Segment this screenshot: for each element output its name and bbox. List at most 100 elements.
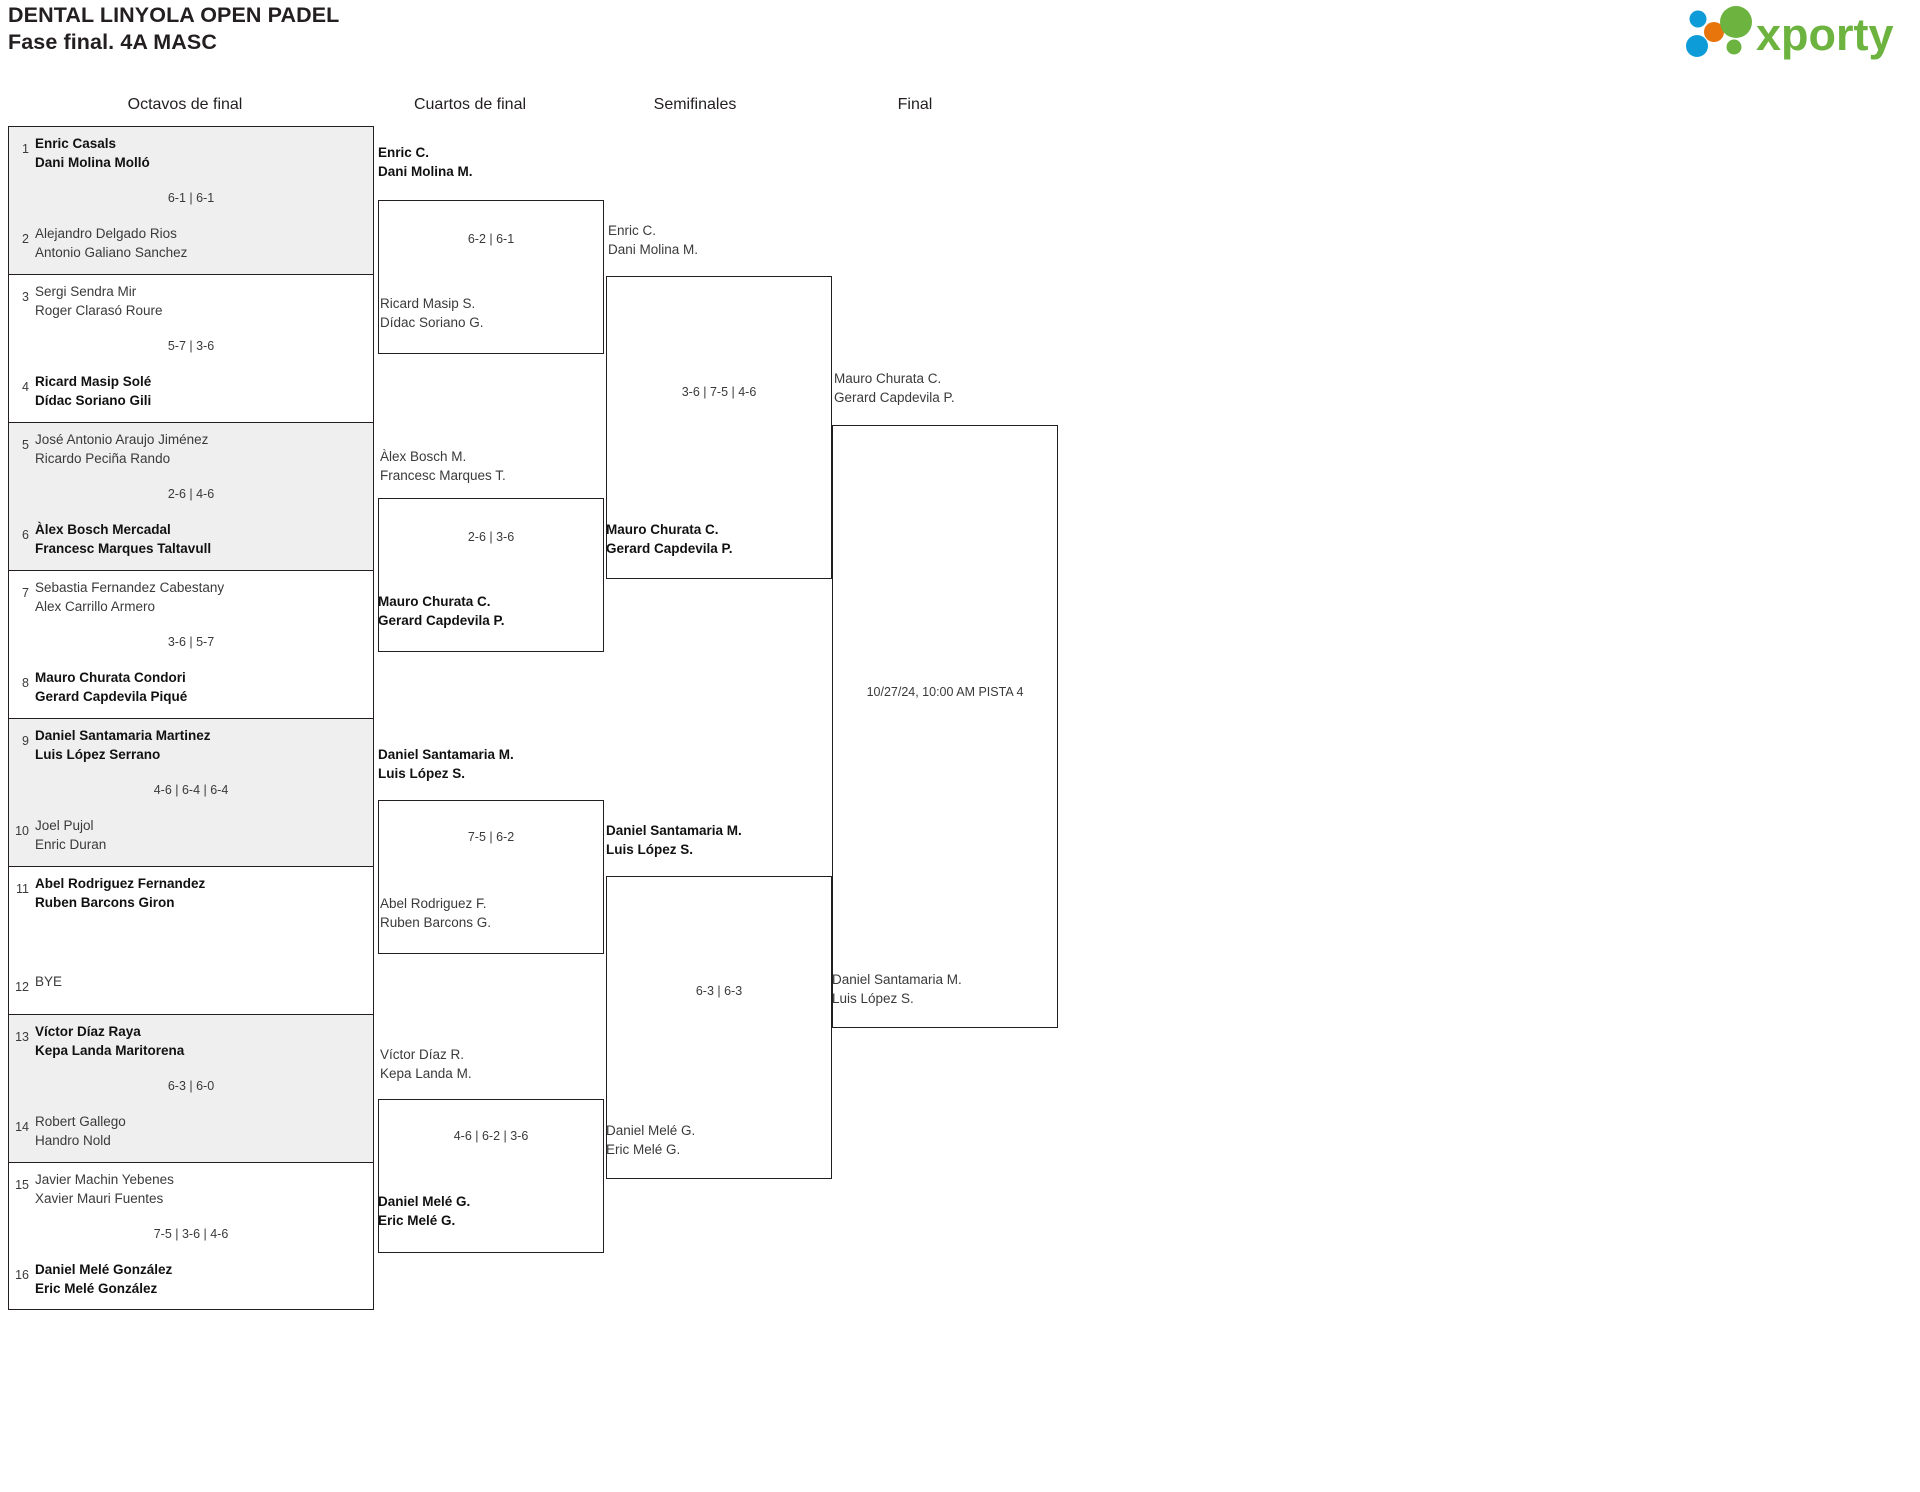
r1-match-2-team-bottom[interactable]: 4 Ricard Masip Solé Dídac Soriano Gili <box>9 371 373 410</box>
r2-match-4-team-bottom[interactable]: Daniel Melé G. Eric Melé G. <box>378 1194 471 1228</box>
seed-number: 16 <box>15 1268 29 1282</box>
team-names: Ricard Masip Solé Dídac Soriano Gili <box>35 374 152 408</box>
r1-match-5[interactable]: 9 Daniel Santamaria Martinez Luis López … <box>8 718 374 866</box>
team-names: Abel Rodriguez Fernandez Ruben Barcons G… <box>35 876 206 910</box>
match-score: 6-3 | 6-3 <box>695 984 743 998</box>
r2-match-3-team-top[interactable]: Daniel Santamaria M. Luis López S. <box>378 747 514 781</box>
r3-match-1-team-bottom[interactable]: Mauro Churata C. Gerard Capdevila P. <box>606 522 733 556</box>
seed-number: 11 <box>16 882 29 896</box>
round-header-semifinales: Semifinales <box>653 96 737 113</box>
seed-number: 2 <box>22 232 29 246</box>
r2-match-3-box[interactable] <box>378 800 604 954</box>
r2-match-4-team-top[interactable]: Víctor Díaz R. Kepa Landa M. <box>380 1047 472 1081</box>
tournament-title: DENTAL LINYOLA OPEN PADEL <box>8 3 340 27</box>
r2-match-3-team-bottom[interactable]: Abel Rodriguez F. Ruben Barcons G. <box>380 896 492 930</box>
r2-match-1-box[interactable] <box>378 200 604 354</box>
r2-match-2-box[interactable] <box>378 498 604 652</box>
r3-match-2-team-top[interactable]: Daniel Santamaria M. Luis López S. <box>606 823 742 857</box>
final-schedule: 10/27/24, 10:00 AM PISTA 4 <box>866 685 1024 699</box>
team-names: Alejandro Delgado Rios Antonio Galiano S… <box>35 226 188 260</box>
r3-match-2-team-bottom[interactable]: Daniel Melé G. Eric Melé G. <box>606 1123 696 1157</box>
r4-match-1-box[interactable] <box>832 425 1058 1028</box>
seed-number: 10 <box>15 824 29 838</box>
r2-match-1-team-bottom[interactable]: Ricard Masip S. Dídac Soriano G. <box>380 296 484 330</box>
r1-match-8[interactable]: 15 Javier Machin Yebenes Xavier Mauri Fu… <box>8 1162 374 1310</box>
r2-match-2-team-top[interactable]: Àlex Bosch M. Francesc Marques T. <box>380 449 506 483</box>
seed-number: 1 <box>22 142 29 156</box>
match-score: 4-6 | 6-4 | 6-4 <box>153 783 229 797</box>
r3-match-1-box[interactable] <box>606 276 832 579</box>
seed-number: 4 <box>22 380 29 394</box>
match-score: 2-6 | 4-6 <box>167 487 215 501</box>
team-names: Robert Gallego Handro Nold <box>35 1114 126 1148</box>
logo-wordmark: xporty <box>1756 9 1894 60</box>
r4-match-1-team-bottom[interactable]: Daniel Santamaria M. Luis López S. <box>832 972 962 1006</box>
match-score: 2-6 | 3-6 <box>467 530 515 544</box>
team-names: Mauro Churata Condori Gerard Capdevila P… <box>35 670 188 704</box>
r1-match-6[interactable]: 11 Abel Rodriguez Fernandez Ruben Barcon… <box>8 866 374 1014</box>
title-block: DENTAL LINYOLA OPEN PADEL Fase final. 4A… <box>8 2 339 56</box>
r1-match-8-team-top[interactable]: 15 Javier Machin Yebenes Xavier Mauri Fu… <box>9 1169 373 1208</box>
r1-match-7[interactable]: 13 Víctor Díaz Raya Kepa Landa Maritoren… <box>8 1014 374 1162</box>
seed-number: 12 <box>15 980 29 994</box>
seed-number: 9 <box>22 734 29 748</box>
seed-number: 5 <box>22 438 29 452</box>
seed-number: 13 <box>15 1030 29 1044</box>
r2-match-2-team-bottom[interactable]: Mauro Churata C. Gerard Capdevila P. <box>378 594 505 628</box>
r1-match-1-team-bottom[interactable]: 2 Alejandro Delgado Rios Antonio Galiano… <box>9 223 373 262</box>
match-score: 6-3 | 6-0 <box>167 1079 215 1093</box>
team-names: Sergi Sendra Mir Roger Clarasó Roure <box>35 284 163 318</box>
seed-number: 3 <box>22 290 29 304</box>
match-score: 5-7 | 3-6 <box>167 339 215 353</box>
match-score: 3-6 | 5-7 <box>167 635 215 649</box>
xporty-logo[interactable]: xporty <box>1680 5 1910 60</box>
match-score: 4-6 | 6-2 | 3-6 <box>453 1129 529 1143</box>
r1-match-4[interactable]: 7 Sebastia Fernandez Cabestany Alex Carr… <box>8 570 374 718</box>
team-names: Joel Pujol Enric Duran <box>35 818 107 852</box>
r1-match-6-team-bottom[interactable]: 12 BYE <box>9 971 373 994</box>
r1-match-1[interactable]: 1 Enric Casals Dani Molina Molló 6-1 | 6… <box>8 126 374 274</box>
match-score: 7-5 | 3-6 | 4-6 <box>153 1227 229 1241</box>
r1-match-4-team-top[interactable]: 7 Sebastia Fernandez Cabestany Alex Carr… <box>9 577 373 616</box>
r2-match-1-team-top[interactable]: Enric C. Dani Molina M. <box>378 145 473 179</box>
page-header: DENTAL LINYOLA OPEN PADEL Fase final. 4A… <box>0 0 1920 70</box>
seed-number: 14 <box>15 1120 29 1134</box>
team-names: José Antonio Araujo Jiménez Ricardo Peci… <box>35 432 209 466</box>
r3-match-2-box[interactable] <box>606 876 832 1179</box>
tournament-subtitle: Fase final. 4A MASC <box>8 30 217 54</box>
r1-match-3-team-bottom[interactable]: 6 Àlex Bosch Mercadal Francesc Marques T… <box>9 519 373 558</box>
round-header-octavos: Octavos de final <box>127 96 243 113</box>
r1-match-2[interactable]: 3 Sergi Sendra Mir Roger Clarasó Roure 5… <box>8 274 374 422</box>
logo-dots-icon <box>1686 6 1752 57</box>
seed-number: 7 <box>22 586 29 600</box>
round-header-final: Final <box>897 96 933 113</box>
team-names: Víctor Díaz Raya Kepa Landa Maritorena <box>35 1024 185 1058</box>
match-score: 3-6 | 7-5 | 4-6 <box>681 385 757 399</box>
r1-match-1-team-top[interactable]: 1 Enric Casals Dani Molina Molló <box>9 133 373 172</box>
round-header-cuartos: Cuartos de final <box>413 96 527 113</box>
team-names: BYE <box>35 974 63 989</box>
r1-match-5-team-top[interactable]: 9 Daniel Santamaria Martinez Luis López … <box>9 725 373 764</box>
r1-match-5-team-bottom[interactable]: 10 Joel Pujol Enric Duran <box>9 815 373 854</box>
r1-match-6-team-top[interactable]: 11 Abel Rodriguez Fernandez Ruben Barcon… <box>9 873 373 912</box>
r1-match-7-team-bottom[interactable]: 14 Robert Gallego Handro Nold <box>9 1111 373 1150</box>
r1-match-4-team-bottom[interactable]: 8 Mauro Churata Condori Gerard Capdevila… <box>9 667 373 706</box>
r4-match-1-team-top[interactable]: Mauro Churata C. Gerard Capdevila P. <box>834 371 955 405</box>
r1-match-3-team-top[interactable]: 5 José Antonio Araujo Jiménez Ricardo Pe… <box>9 429 373 468</box>
r2-match-4-box[interactable] <box>378 1099 604 1253</box>
r1-match-7-team-top[interactable]: 13 Víctor Díaz Raya Kepa Landa Maritoren… <box>9 1021 373 1060</box>
team-names: Enric Casals Dani Molina Molló <box>35 136 150 170</box>
team-names: Daniel Santamaria Martinez Luis López Se… <box>35 728 211 762</box>
r1-match-2-team-top[interactable]: 3 Sergi Sendra Mir Roger Clarasó Roure <box>9 281 373 320</box>
r1-match-3[interactable]: 5 José Antonio Araujo Jiménez Ricardo Pe… <box>8 422 374 570</box>
seed-number: 6 <box>22 528 29 542</box>
seed-number: 15 <box>15 1178 29 1192</box>
match-score: 6-1 | 6-1 <box>167 191 215 205</box>
r3-match-1-team-top[interactable]: Enric C. Dani Molina M. <box>608 223 699 257</box>
team-names: Sebastia Fernandez Cabestany Alex Carril… <box>35 580 225 614</box>
match-score: 6-2 | 6-1 <box>467 232 515 246</box>
team-names: Àlex Bosch Mercadal Francesc Marques Tal… <box>35 522 212 556</box>
team-names: Daniel Melé González Eric Melé González <box>35 1262 173 1296</box>
seed-number: 8 <box>22 676 29 690</box>
r1-match-8-team-bottom[interactable]: 16 Daniel Melé González Eric Melé Gonzál… <box>9 1259 373 1298</box>
